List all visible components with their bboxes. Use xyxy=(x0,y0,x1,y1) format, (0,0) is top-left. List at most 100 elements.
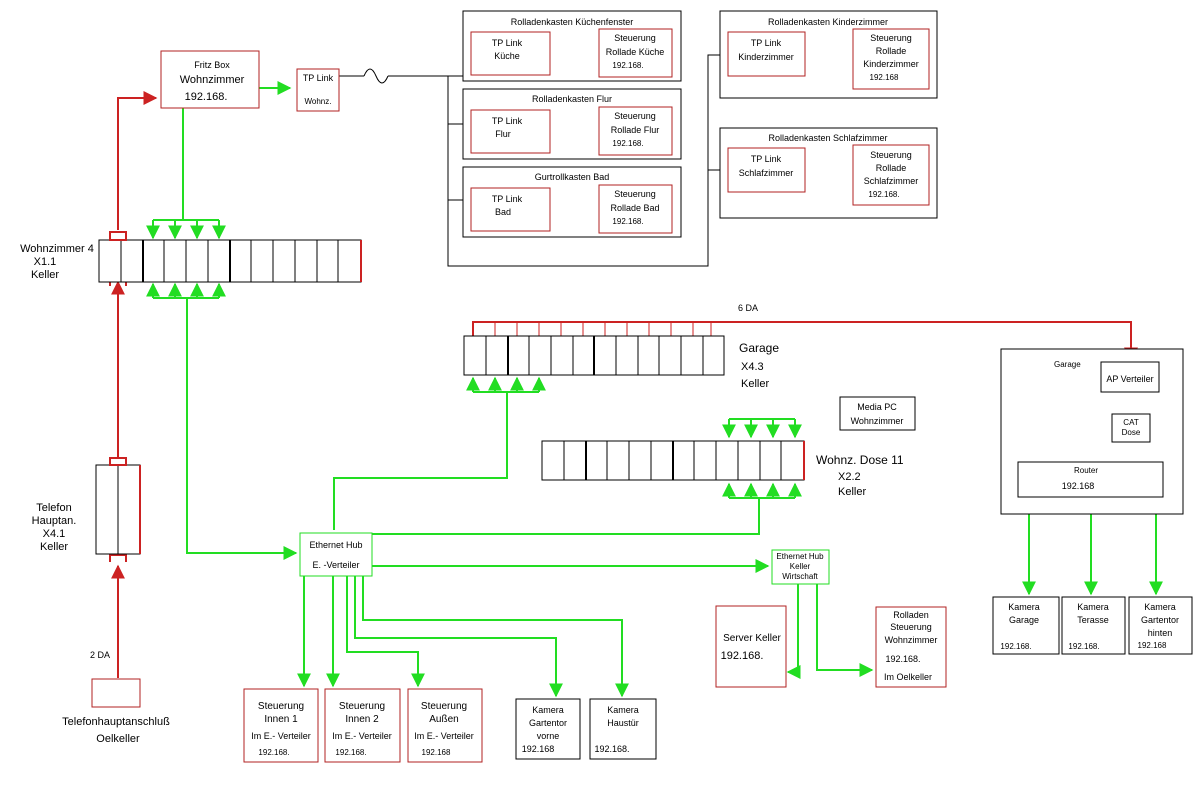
wireless-wave-icon xyxy=(363,68,389,84)
garage-router[interactable] xyxy=(1017,461,1164,498)
svg-text:TP Link: TP Link xyxy=(751,154,782,164)
ethernet-hub-keller[interactable]: Ethernet Hub Keller Wirtschaft xyxy=(771,549,830,585)
tplink-flur[interactable] xyxy=(470,109,551,154)
svg-text:Steuerung: Steuerung xyxy=(614,33,656,43)
six-da-line xyxy=(472,321,1138,362)
tplink-bad[interactable] xyxy=(470,187,551,232)
svg-text:192.168.: 192.168. xyxy=(612,217,643,226)
rolladen-kinder-box[interactable]: Rolladenkasten Kinderzimmer TP Link Kind… xyxy=(719,10,938,99)
svg-text:Keller: Keller xyxy=(31,269,59,281)
server-keller[interactable]: Server Keller 192.168. xyxy=(715,605,787,688)
tplink-wohnz[interactable]: TP Link Wohnz. xyxy=(296,68,340,112)
svg-text:192.168.: 192.168. xyxy=(594,744,629,754)
kamera-gartentor-vorne[interactable]: Kamera Gartentor vorne 192.168 xyxy=(515,698,581,760)
svg-text:Steuerung: Steuerung xyxy=(258,701,304,712)
svg-text:Hauptan.: Hauptan. xyxy=(32,515,77,527)
svg-text:AP Verteiler: AP Verteiler xyxy=(1106,374,1153,384)
svg-text:Innen 1: Innen 1 xyxy=(264,714,298,725)
svg-text:Rolladen: Rolladen xyxy=(893,610,929,620)
svg-text:192.168.: 192.168. xyxy=(1068,642,1099,651)
steuerung-kueche[interactable] xyxy=(598,28,673,78)
steuerung-bad[interactable] xyxy=(598,184,673,234)
steuerung-flur[interactable] xyxy=(598,106,673,156)
svg-text:Steuerung: Steuerung xyxy=(339,701,385,712)
svg-text:Wohnz.: Wohnz. xyxy=(305,97,332,106)
tplink-kueche[interactable] xyxy=(470,31,551,76)
svg-text:hinten: hinten xyxy=(1148,628,1173,638)
svg-text:192.168.: 192.168. xyxy=(612,139,643,148)
svg-text:Kamera: Kamera xyxy=(1144,602,1176,612)
svg-text:TP Link: TP Link xyxy=(751,38,782,48)
fritzbox-label: Fritz Box xyxy=(194,60,230,70)
rolladen-schlaf-box[interactable]: Rolladenkasten Schlafzimmer TP Link Schl… xyxy=(719,127,938,219)
svg-text:192.168: 192.168 xyxy=(522,744,555,754)
tplink-schlaf[interactable] xyxy=(727,147,806,193)
line-wohnzimmer-to-hub xyxy=(186,298,298,560)
kamera-terasse[interactable]: Kamera Terasse 192.168. xyxy=(1061,596,1126,655)
svg-text:X4.1: X4.1 xyxy=(43,528,66,540)
steuerung-kinder[interactable] xyxy=(852,28,930,90)
svg-text:Rollade Küche: Rollade Küche xyxy=(606,47,665,57)
tplink-kinder[interactable] xyxy=(727,31,806,77)
svg-text:Media PC: Media PC xyxy=(857,402,897,412)
phone-line-label: 2 DA xyxy=(90,650,110,660)
svg-text:TP Link: TP Link xyxy=(492,116,523,126)
steuerung-innen-1[interactable]: Steuerung Innen 1 Im E.- Verteiler 192.1… xyxy=(243,688,319,763)
wohnz-dose-label: Wohnz. Dose 11 xyxy=(816,453,904,467)
svg-text:Bad: Bad xyxy=(495,207,511,217)
fritzbox-router[interactable]: Fritz Box Wohnzimmer 192.168. xyxy=(160,50,260,109)
svg-text:Rolladenkasten Küchenfenster: Rolladenkasten Küchenfenster xyxy=(511,17,634,27)
line-dose-to-hub xyxy=(372,498,760,535)
kamera-garage[interactable]: Kamera Garage 192.168. xyxy=(992,596,1060,655)
rolladen-kueche-box[interactable]: Rolladenkasten Küchenfenster TP Link Küc… xyxy=(462,10,682,82)
svg-text:Steuerung: Steuerung xyxy=(870,33,912,43)
svg-text:Steuerung: Steuerung xyxy=(421,701,467,712)
garage-box: Garage AP Verteiler CAT Dose Router 192.… xyxy=(1000,348,1184,515)
svg-text:Rolladenkasten Schlafzimmer: Rolladenkasten Schlafzimmer xyxy=(768,133,887,143)
kamera-haustuer[interactable]: Kamera Haustür 192.168. xyxy=(589,698,657,760)
svg-text:X2.2: X2.2 xyxy=(838,471,861,483)
svg-text:Ethernet Hub: Ethernet Hub xyxy=(309,540,362,550)
telefonhauptanschluss-label: Telefonhauptanschluß xyxy=(62,716,170,728)
svg-text:192.168.: 192.168. xyxy=(335,748,366,757)
svg-text:Gartentor: Gartentor xyxy=(1141,615,1179,625)
cat-dose[interactable] xyxy=(1111,413,1151,443)
steuerung-aussen[interactable]: Steuerung Außen Im E.- Verteiler 192.168 xyxy=(407,688,483,763)
gurtroll-bad-box[interactable]: Gurtrollkasten Bad TP Link Bad Steuerung… xyxy=(462,166,682,238)
ap-verteiler[interactable] xyxy=(1100,361,1160,393)
svg-text:Gurtrollkasten Bad: Gurtrollkasten Bad xyxy=(535,172,610,182)
svg-text:192.168.: 192.168. xyxy=(721,650,764,662)
steuerung-schlaf[interactable] xyxy=(852,144,930,206)
svg-text:Wohnzimmer: Wohnzimmer xyxy=(851,416,904,426)
svg-text:192.168: 192.168 xyxy=(1062,481,1095,491)
svg-text:Server Keller: Server Keller xyxy=(723,633,781,644)
svg-text:192.168.: 192.168. xyxy=(868,190,899,199)
telefonhauptanschluss-box[interactable] xyxy=(91,678,141,708)
svg-text:Kinderzimmer: Kinderzimmer xyxy=(738,52,794,62)
svg-text:Im E.- Verteiler: Im E.- Verteiler xyxy=(332,731,392,741)
kamera-gartentor-hinten[interactable]: Kamera Gartentor hinten 192.168 xyxy=(1128,596,1193,655)
steuerung-innen-2[interactable]: Steuerung Innen 2 Im E.- Verteiler 192.1… xyxy=(324,688,401,763)
cable-main-trunk xyxy=(388,54,720,267)
rolladen-steuerung-wohnzimmer[interactable]: Rolladen Steuerung Wohnzimmer 192.168. I… xyxy=(875,606,947,688)
svg-text:CAT: CAT xyxy=(1123,418,1139,427)
svg-text:vorne: vorne xyxy=(537,731,560,741)
svg-text:Rollade Bad: Rollade Bad xyxy=(610,203,659,213)
svg-text:X4.3: X4.3 xyxy=(741,361,764,373)
rolladen-flur-box[interactable]: Rolladenkasten Flur TP Link Flur Steueru… xyxy=(462,88,682,160)
svg-text:Innen 2: Innen 2 xyxy=(345,714,379,725)
svg-text:192.168: 192.168 xyxy=(422,748,451,757)
svg-text:Dose: Dose xyxy=(1122,428,1141,437)
svg-text:Rolladenkasten Flur: Rolladenkasten Flur xyxy=(532,94,612,104)
media-pc-box[interactable]: Media PC Wohnzimmer xyxy=(839,396,916,431)
svg-text:TP Link: TP Link xyxy=(303,73,334,83)
svg-text:Wirtschaft: Wirtschaft xyxy=(782,572,818,581)
ethernet-hub-e-verteiler[interactable]: Ethernet Hub E. -Verteiler xyxy=(299,532,373,577)
svg-text:TP Link: TP Link xyxy=(492,194,523,204)
svg-text:Wohnzimmer: Wohnzimmer xyxy=(885,635,938,645)
svg-text:Keller: Keller xyxy=(40,541,68,553)
svg-text:Kinderzimmer: Kinderzimmer xyxy=(863,59,919,69)
svg-text:Gartentor: Gartentor xyxy=(529,718,567,728)
svg-text:192.168.: 192.168. xyxy=(258,748,289,757)
svg-text:Oelkeller: Oelkeller xyxy=(96,733,140,745)
